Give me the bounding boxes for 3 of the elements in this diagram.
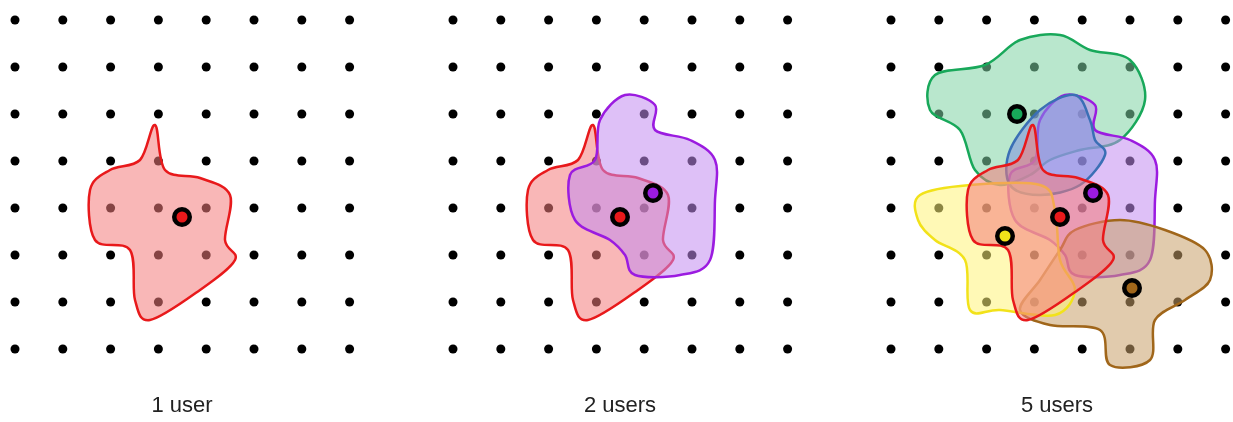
panel-caption: 5 users bbox=[1019, 392, 1095, 418]
panel-caption: 1 user bbox=[150, 392, 214, 418]
panel-caption: 2 users bbox=[582, 392, 658, 418]
